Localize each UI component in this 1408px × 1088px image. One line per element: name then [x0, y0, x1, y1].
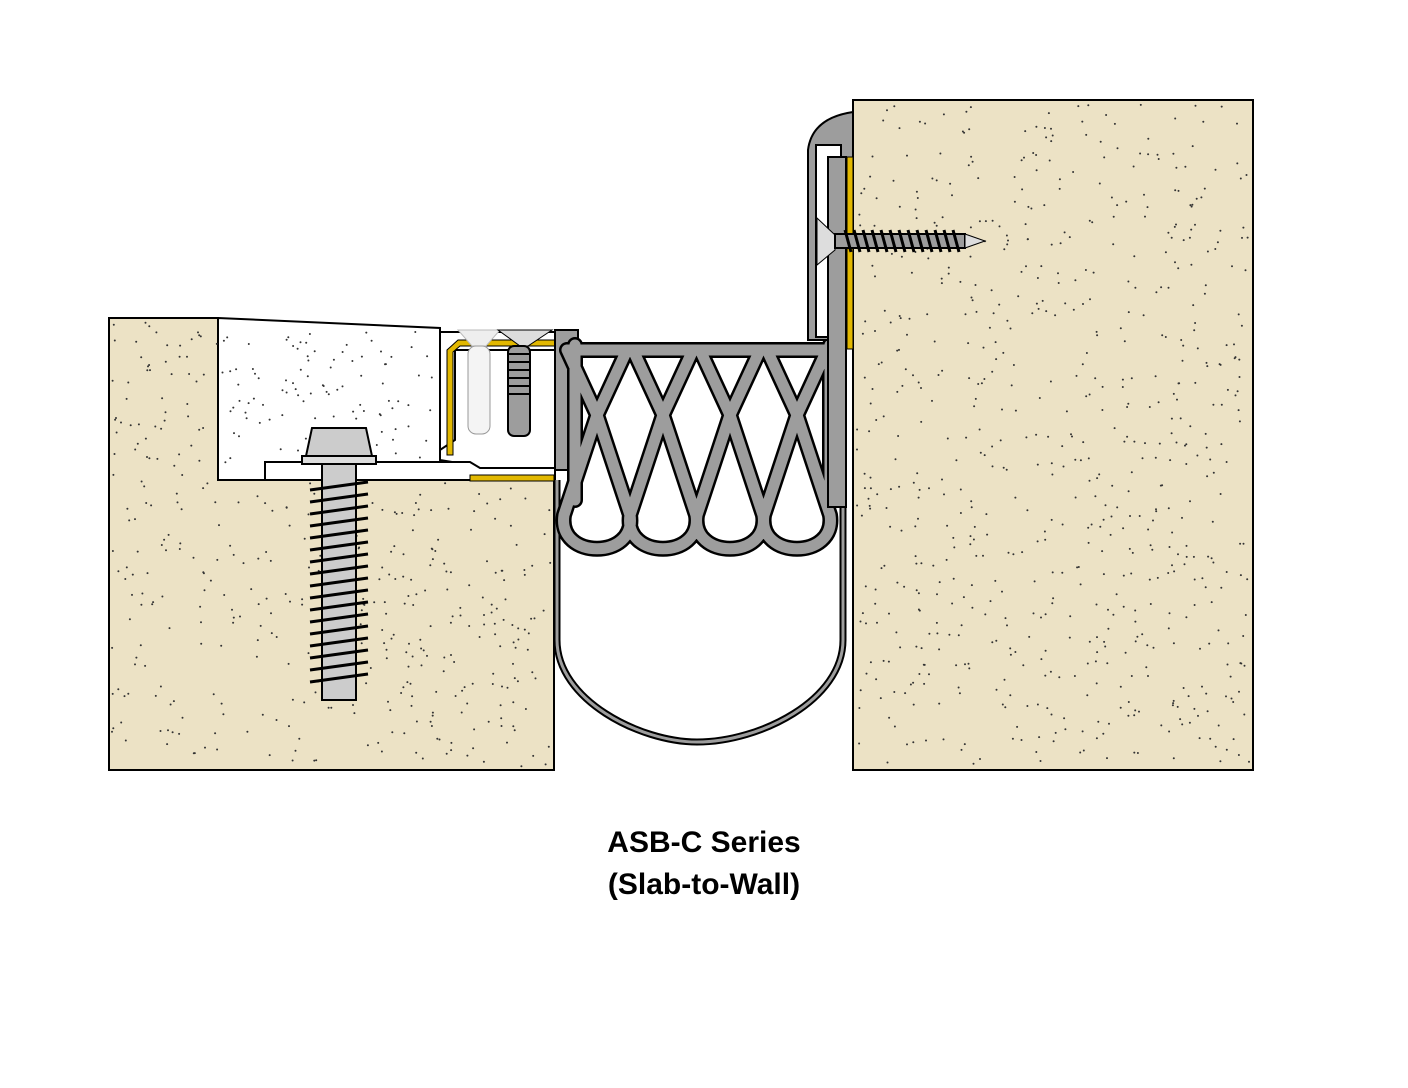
bolt-thread [309, 660, 369, 672]
bolt-thread [309, 600, 369, 612]
right-concrete-wall [852, 99, 1254, 771]
diagram-subtitle: (Slab-to-Wall) [607, 868, 801, 901]
bellows-web [558, 339, 836, 555]
screw-thread [906, 229, 916, 253]
diagram-title: ASB-C Series [607, 826, 801, 859]
bolt-thread [309, 576, 369, 588]
bolt-thread [309, 516, 369, 528]
screw-thread [852, 229, 862, 253]
bolt-thread [309, 552, 369, 564]
screw-thread [924, 229, 934, 253]
bolt-thread [309, 564, 369, 576]
tape-strip-bottom [469, 474, 555, 482]
bolt-thread [309, 624, 369, 636]
bolt-thread [309, 504, 369, 516]
small-screw-icon [496, 329, 554, 437]
bolt-thread [309, 528, 369, 540]
wall-screw-icon [816, 216, 987, 267]
screw-thread [915, 229, 925, 253]
screw-thread [870, 229, 880, 253]
left-frame [439, 331, 556, 452]
right-metal-flange [827, 156, 847, 508]
bolt-thread [309, 612, 369, 624]
screw-thread [888, 229, 898, 253]
bolt-thread [309, 588, 369, 600]
anchor-bolt-icon [301, 427, 377, 701]
bolt-thread [309, 672, 369, 684]
screw-thread [843, 229, 853, 253]
bolt-thread [309, 492, 369, 504]
bolt-thread [309, 480, 369, 492]
screw-thread [942, 229, 952, 253]
screw-thread [897, 229, 907, 253]
bolt-thread [309, 540, 369, 552]
screw-thread [861, 229, 871, 253]
bolt-thread [309, 648, 369, 660]
concrete-speckles [111, 103, 1250, 768]
tape-strip-left [446, 339, 556, 456]
screw-thread [879, 229, 889, 253]
tape-strip-right [846, 156, 854, 350]
screw-thread [933, 229, 943, 253]
compression-seal-bellows [555, 337, 839, 557]
screw-thread [951, 229, 961, 253]
small-screw-ghost-icon [456, 329, 502, 435]
bolt-thread [309, 636, 369, 648]
